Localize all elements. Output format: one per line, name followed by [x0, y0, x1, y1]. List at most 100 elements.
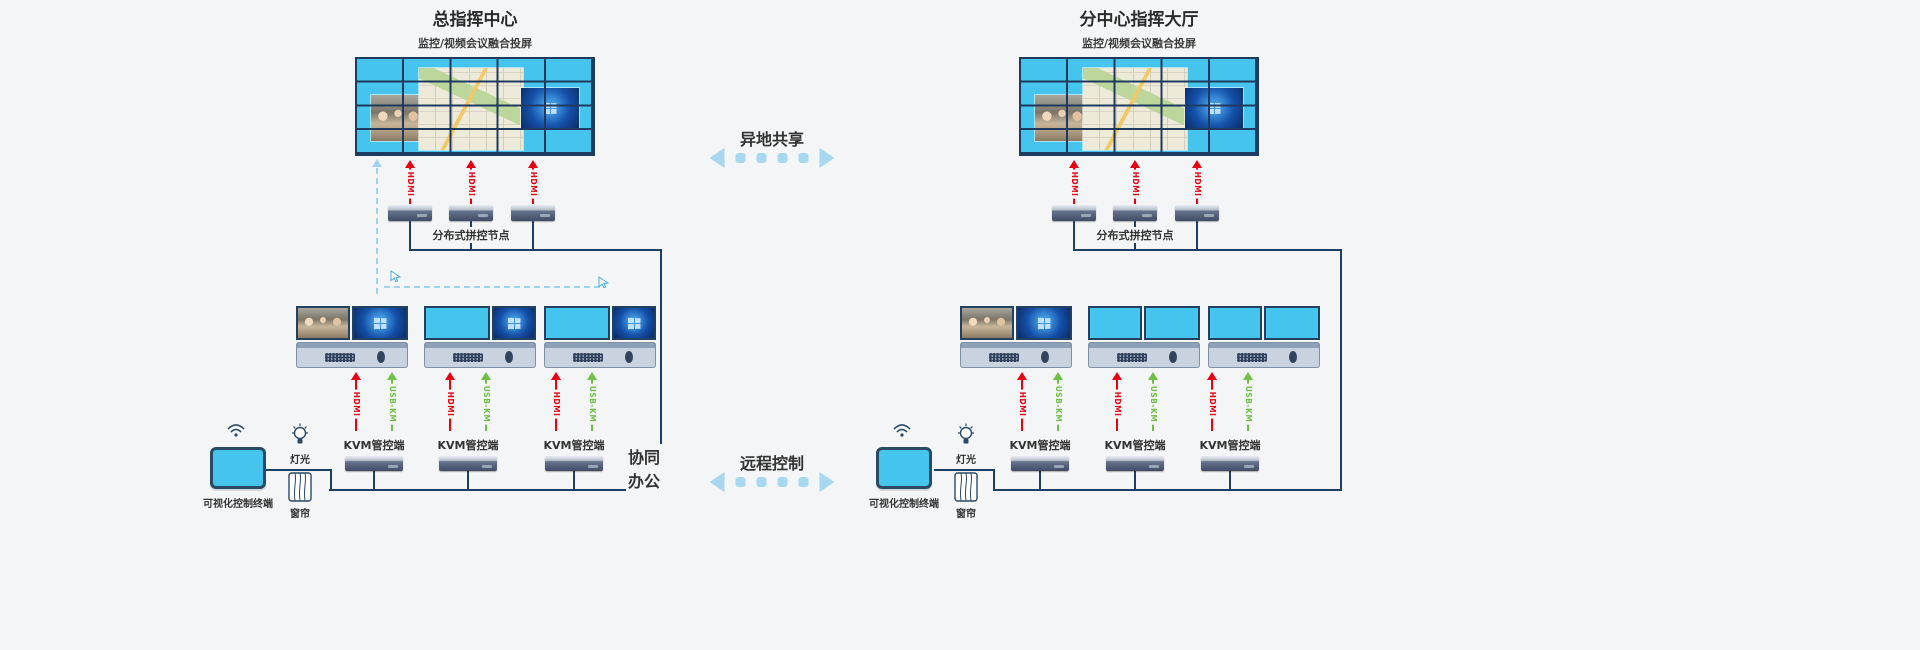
kvm-monitor	[612, 306, 656, 340]
wifi-icon	[893, 424, 911, 437]
hdmi-arrow: HDMI	[466, 160, 476, 204]
usbkm-label: USB-KM	[387, 383, 397, 424]
keyboard-icon	[1117, 353, 1148, 362]
hdmi-label: HDMI	[445, 389, 455, 419]
kvm-console	[424, 342, 536, 368]
kvm-unit-device	[439, 456, 497, 471]
connector-line	[1229, 471, 1231, 491]
flow-dot	[735, 153, 746, 163]
arrow-head-icon	[405, 160, 415, 168]
connector-line	[1073, 221, 1075, 251]
hdmi-arrow: HDMI	[405, 160, 415, 204]
curtain-icon	[288, 472, 312, 502]
wifi-icon	[227, 424, 245, 437]
collab-office-label: 协同	[625, 444, 663, 468]
chevron-left-icon	[709, 148, 725, 168]
terminal-label: 可视化控制终端	[203, 499, 273, 510]
lightbulb-icon	[958, 423, 974, 444]
mouse-icon	[504, 351, 513, 363]
arrow-head-icon	[466, 160, 476, 168]
flow-dot	[756, 477, 767, 487]
dashed-share-line	[384, 286, 600, 288]
kvm-monitor	[1264, 306, 1320, 340]
kvm-unit-device	[345, 456, 403, 471]
splicing-node-device	[511, 205, 555, 221]
kvm-terminal-label: KVM管控端	[1199, 439, 1261, 452]
splicing-node-device	[449, 205, 493, 221]
windows-logo-icon	[507, 317, 520, 329]
remote-share-flow	[709, 148, 835, 168]
hdmi-label: HDMI	[1017, 389, 1027, 419]
connector-line	[1073, 249, 1342, 251]
light-label: 灯光	[956, 455, 976, 466]
hdmi-arrow: HDMI	[1207, 372, 1217, 431]
usbkm-label: USB-KM	[1243, 383, 1253, 424]
kvm-console	[960, 342, 1072, 368]
remote-share-label: 异地共享	[739, 130, 805, 149]
hdmi-arrow: HDMI	[1069, 160, 1079, 204]
right-subtitle: 监控/视频会议融合投屏	[1081, 37, 1197, 50]
usbkm-arrow: USB-KM	[1053, 372, 1063, 431]
windows-logo-icon	[373, 317, 386, 329]
hdmi-label: HDMI	[351, 389, 361, 419]
cursor-icon	[598, 276, 610, 288]
usbkm-arrow: USB-KM	[1243, 372, 1253, 431]
left-title: 总指挥中心	[432, 10, 518, 30]
monitor-windows-screen	[1018, 308, 1070, 338]
connector-line	[329, 489, 662, 491]
usbkm-label: USB-KM	[1148, 383, 1158, 424]
flow-dot	[798, 153, 809, 163]
kvm-monitor	[296, 306, 350, 340]
kvm-unit-device	[545, 456, 603, 471]
kvm-monitor	[1088, 306, 1142, 340]
connector-line	[1134, 471, 1136, 491]
light-label: 灯光	[290, 455, 310, 466]
flow-dot	[756, 153, 767, 163]
wall-windows-screen	[1185, 88, 1243, 129]
monitor-meeting-photo	[298, 308, 348, 338]
curtain-icon	[954, 472, 978, 502]
kvm-console	[296, 342, 408, 368]
keyboard-icon	[573, 353, 604, 362]
chevron-right-icon	[819, 148, 835, 168]
hdmi-label: HDMI	[466, 169, 476, 199]
windows-logo-icon	[1037, 317, 1050, 329]
hdmi-arrow: HDMI	[1112, 372, 1122, 431]
hdmi-label: HDMI	[1207, 389, 1217, 419]
right-video-wall	[1019, 57, 1259, 156]
usbkm-label: USB-KM	[481, 383, 491, 424]
terminal-label: 可视化控制终端	[869, 499, 939, 510]
connector-line	[993, 489, 1342, 491]
remote-control-flow	[709, 472, 835, 492]
mouse-icon	[376, 351, 385, 363]
kvm-monitor	[352, 306, 408, 340]
kvm-console	[544, 342, 656, 368]
monitor-windows-screen	[614, 308, 654, 338]
splicing-node-device	[1052, 205, 1096, 221]
dashed-arrow-head-icon	[372, 159, 382, 167]
connector-line	[1039, 471, 1041, 491]
mouse-icon	[1040, 351, 1049, 363]
connector-line	[532, 221, 534, 251]
kvm-monitor	[492, 306, 536, 340]
connector-line	[660, 249, 662, 491]
kvm-terminal-label: KVM管控端	[343, 439, 405, 452]
usbkm-arrow: USB-KM	[481, 372, 491, 431]
kvm-monitor	[1208, 306, 1262, 340]
usbkm-arrow: USB-KM	[1148, 372, 1158, 431]
connector-line	[467, 471, 469, 491]
flow-dot	[777, 153, 788, 163]
windows-logo-icon	[1207, 102, 1220, 115]
keyboard-icon	[325, 353, 356, 362]
monitor-windows-screen	[354, 308, 406, 338]
connector-line	[409, 221, 411, 251]
hdmi-arrow: HDMI	[351, 372, 361, 431]
kvm-monitor	[1016, 306, 1072, 340]
kvm-terminal-label: KVM管控端	[1009, 439, 1071, 452]
monitor-windows-screen	[494, 308, 534, 338]
hdmi-label: HDMI	[1069, 169, 1079, 199]
usbkm-arrow: USB-KM	[587, 372, 597, 431]
kvm-terminal-label: KVM管控端	[543, 439, 605, 452]
connector-line	[266, 469, 332, 471]
